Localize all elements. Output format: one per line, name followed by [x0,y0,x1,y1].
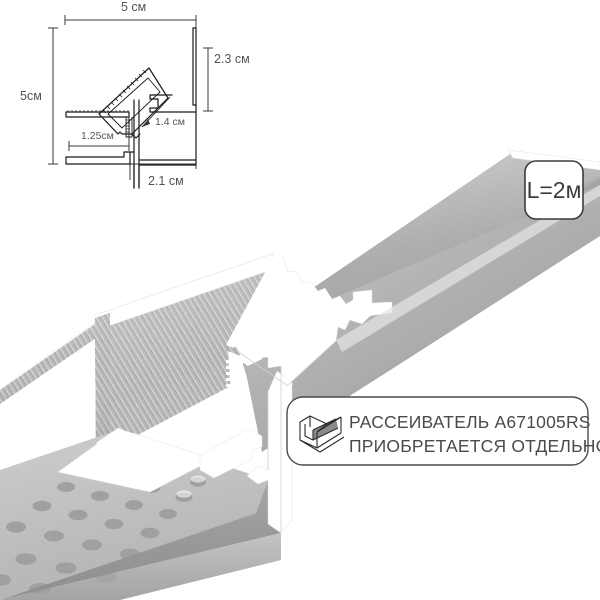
dimension-lamp-size: 1.4 см [141,96,185,128]
diffuser-note-line2: ПРИОБРЕТАЕТСЯ ОТДЕЛЬНО [349,436,600,456]
profile-lower-front-face [0,480,281,600]
dimension-shelf-width: 1.25см [68,115,130,151]
diffuser-note-box [286,396,589,466]
profile-section-outline [65,27,197,189]
ribbed-panel-serration [108,269,257,322]
diffuser-channel-icon [299,415,345,453]
dimension-label-height-left: 5см [20,89,42,103]
dimension-height-left: 5см [20,27,58,165]
dimension-width-top: 5 см [64,0,197,55]
dimension-label-lamp-size: 1.4 см [155,116,185,128]
dimension-label-base-width: 2.1 см [148,174,184,188]
diffuser-note-line1: РАССЕИВАТЕЛЬ A671005RS [349,412,591,432]
inner-rib-serration [226,360,232,393]
profile-inner-well [243,185,600,452]
dimension-wing-height: 2.3 см [203,47,250,112]
dimension-label-width-top: 5 см [121,0,146,14]
length-badge-box [524,160,584,220]
dimension-label-wing-height: 2.3 см [214,52,250,66]
profile-bottom-face [0,533,281,600]
end-face-detail-lines [239,312,393,533]
length-badge-label: L=2м [527,177,582,203]
dimension-label-shelf-width: 1.25см [81,130,114,142]
